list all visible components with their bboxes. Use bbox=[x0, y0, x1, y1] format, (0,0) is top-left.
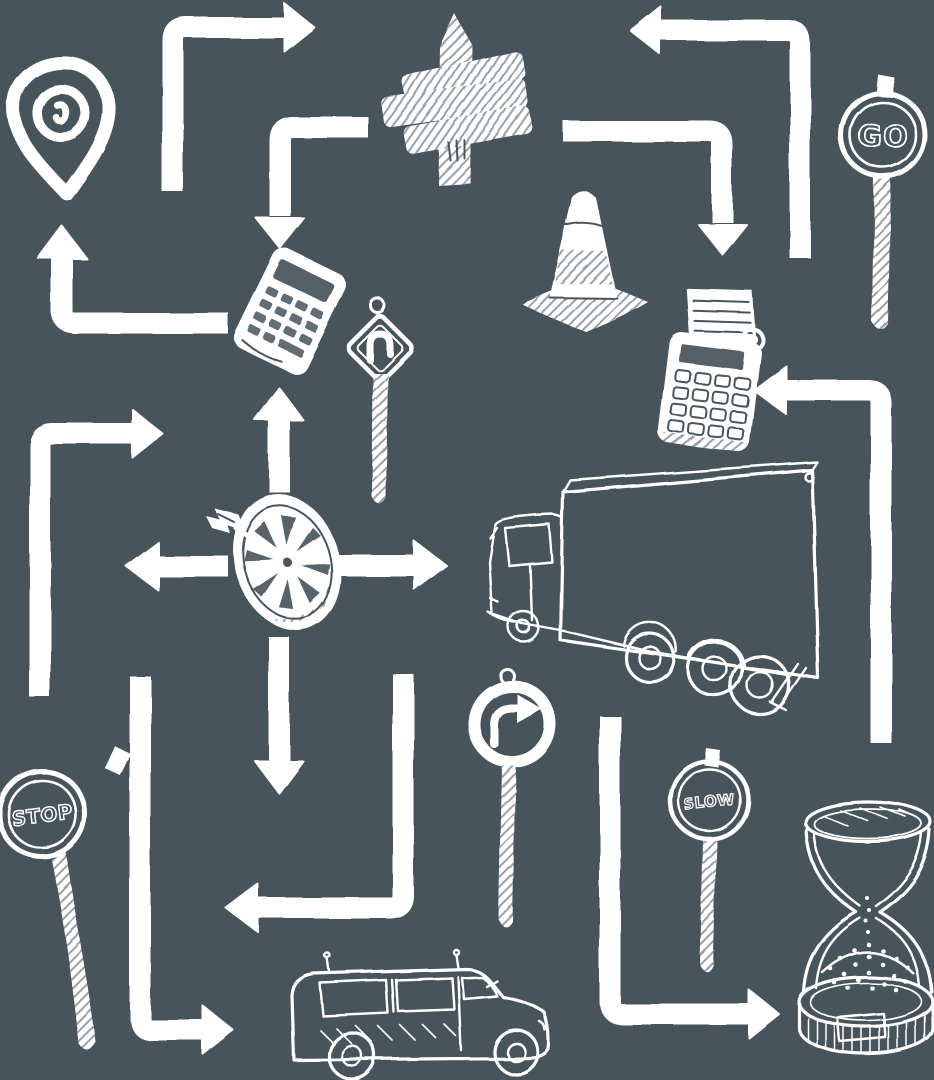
arrow-bottom-center bbox=[599, 716, 780, 1039]
container-truck-icon bbox=[486, 460, 820, 716]
signpost-icon bbox=[381, 14, 533, 185]
target-dart-icon bbox=[206, 493, 341, 631]
slow-sign-icon: SLOW bbox=[667, 748, 751, 972]
van-icon bbox=[290, 948, 552, 1080]
go-sign-label: GO bbox=[858, 119, 908, 153]
arrow-left-side bbox=[29, 409, 164, 697]
stop-sign-icon: STOP bbox=[0, 746, 131, 1051]
hourglass-icon bbox=[797, 800, 934, 1056]
arrow-to-terminal bbox=[753, 365, 892, 743]
arrow-top-right bbox=[629, 5, 811, 258]
traffic-cone-icon bbox=[521, 191, 648, 332]
arrow-top-left bbox=[162, 2, 315, 192]
calculator-icon bbox=[233, 248, 347, 374]
dart bbox=[206, 508, 285, 560]
stop-sign-label: STOP bbox=[10, 799, 74, 830]
target-arrow-right bbox=[338, 540, 447, 590]
slow-sign-label: SLOW bbox=[683, 790, 736, 813]
target-arrow-down bbox=[254, 637, 304, 794]
target-arrow-left bbox=[125, 541, 228, 591]
target-arrow-up bbox=[254, 387, 304, 492]
turn-right-sign-icon bbox=[468, 667, 556, 928]
arrow-to-pin bbox=[37, 225, 228, 334]
arrow-above-van bbox=[225, 674, 414, 933]
arrow-signpost-to-cone bbox=[563, 120, 747, 255]
curve-road-sign-icon bbox=[346, 297, 414, 504]
arrow-bottom-left bbox=[129, 676, 234, 1055]
payment-terminal-icon bbox=[658, 288, 765, 453]
go-sign-icon: GO bbox=[838, 75, 928, 330]
arrow-signpost-to-calculator bbox=[255, 116, 368, 249]
location-pin-icon bbox=[7, 56, 116, 201]
